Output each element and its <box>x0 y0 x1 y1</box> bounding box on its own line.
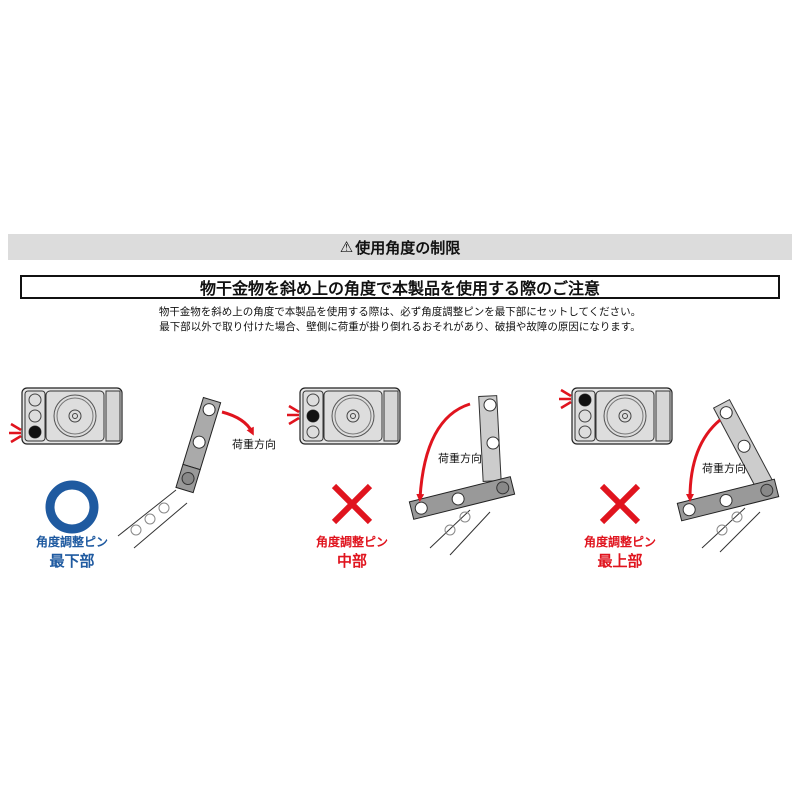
panel-middle-pin: 角度調整ピン 中部 荷重方向 <box>285 387 516 570</box>
pin-position-label: 最下部 <box>49 552 94 570</box>
circle-icon <box>45 480 99 534</box>
pin-label: 角度調整ピン <box>36 534 108 549</box>
load-direction-label: 荷重方向 <box>702 461 746 475</box>
arm-illustration <box>676 398 780 553</box>
pin-label: 角度調整ピン <box>584 534 656 549</box>
description-line-1: 物干金物を斜め上の角度で本製品を使用する際は、必ず角度調整ピンを最下部にセットし… <box>158 306 642 318</box>
section-header: ⚠ 使用角度の制限 <box>8 234 792 260</box>
highlight-ticks-icon <box>7 422 23 444</box>
warning-icon: ⚠ <box>339 238 354 256</box>
load-arrow-icon <box>416 402 471 502</box>
pin-position-label: 最上部 <box>597 552 642 570</box>
load-direction-label: 荷重方向 <box>232 437 276 451</box>
pin-position-label: 中部 <box>337 552 367 570</box>
subtitle: 物干金物を斜め上の角度で本製品を使用する際のご注意 <box>199 279 600 298</box>
active-pin <box>29 426 41 438</box>
highlight-ticks-icon <box>285 404 301 426</box>
cross-icon <box>331 483 373 525</box>
active-pin <box>579 394 591 406</box>
arm-illustration <box>408 395 516 556</box>
load-direction-label: 荷重方向 <box>438 451 482 465</box>
subtitle-box: 物干金物を斜め上の角度で本製品を使用する際のご注意 <box>20 275 780 299</box>
active-pin <box>307 410 319 422</box>
section-title: 使用角度の制限 <box>355 238 461 257</box>
cross-icon <box>599 483 641 525</box>
panel-bottom-pin: 角度調整ピン 最下部 荷重方向 <box>7 387 276 570</box>
highlight-ticks-icon <box>557 388 573 410</box>
pin-label: 角度調整ピン <box>316 534 388 549</box>
load-arrow-icon <box>221 410 254 436</box>
description-line-2: 最下部以外で取り付けた場合、壁側に荷重が掛り倒れるおそれがあり、破損や故障の原因… <box>159 321 641 333</box>
panel-top-pin: 角度調整ピン 最上部 荷重方向 <box>557 387 780 570</box>
description: 物干金物を斜め上の角度で本製品を使用する際は、必ず角度調整ピンを最下部にセットし… <box>0 305 800 335</box>
arm-illustration <box>117 396 222 549</box>
load-arrow-icon <box>686 418 721 502</box>
